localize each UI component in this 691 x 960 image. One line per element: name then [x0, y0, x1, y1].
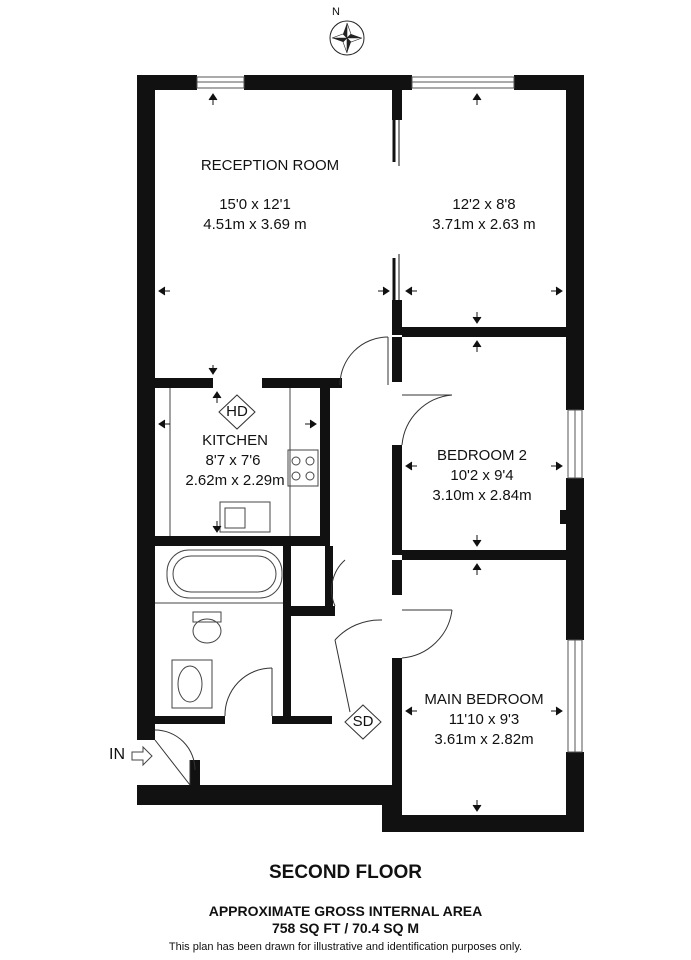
bathroom-fittings: [155, 549, 283, 709]
walls: [137, 75, 584, 832]
compass-rose-icon: [329, 20, 365, 56]
windows: [196, 76, 583, 753]
area-heading: APPROXIMATE GROSS INTERNAL AREA: [208, 903, 483, 919]
compass-north-label: N: [332, 6, 340, 18]
kitchen-name: KITCHEN: [202, 432, 268, 449]
door-swings: [154, 336, 453, 786]
main-bedroom-name: MAIN BEDROOM: [424, 691, 544, 708]
reception-room-name: RECEPTION ROOM: [200, 157, 340, 174]
kitchen-fittings: [169, 388, 319, 536]
floor-title: SECOND FLOOR: [268, 862, 423, 883]
main-bedroom-imperial: 11'10 x 9'3: [448, 711, 520, 728]
area-value: 758 SQ FT / 70.4 SQ M: [271, 920, 420, 936]
main-bedroom-metric: 3.61m x 2.82m: [434, 731, 534, 748]
entrance-arrow-icon: [131, 745, 153, 767]
radiator-mark: [560, 510, 566, 524]
kitchen-metric: 2.62m x 2.29m: [185, 472, 285, 489]
sliding-partition: [392, 112, 400, 310]
dimension-arrows: [158, 93, 563, 812]
sd-diamond-icon: [344, 704, 382, 740]
bedroom-2-imperial: 10'2 x 9'4: [450, 467, 514, 484]
entrance-label: IN: [109, 746, 125, 763]
hd-diamond-icon: [218, 394, 256, 430]
reception-room-imperial: 15'0 x 12'1: [219, 196, 291, 213]
kitchen-imperial: 8'7 x 7'6: [205, 452, 261, 469]
bedroom-2-metric: 3.10m x 2.84m: [432, 487, 532, 504]
sd-badge: SD: [352, 713, 374, 730]
disclaimer: This plan has been drawn for illustrativ…: [168, 941, 523, 953]
hd-badge: HD: [226, 403, 248, 420]
reception-room-metric: 4.51m x 3.69 m: [203, 216, 307, 233]
bedroom-2-name: BEDROOM 2: [436, 447, 527, 464]
reception-ext-imperial: 12'2 x 8'8: [452, 196, 516, 213]
reception-ext-metric: 3.71m x 2.63 m: [432, 216, 536, 233]
